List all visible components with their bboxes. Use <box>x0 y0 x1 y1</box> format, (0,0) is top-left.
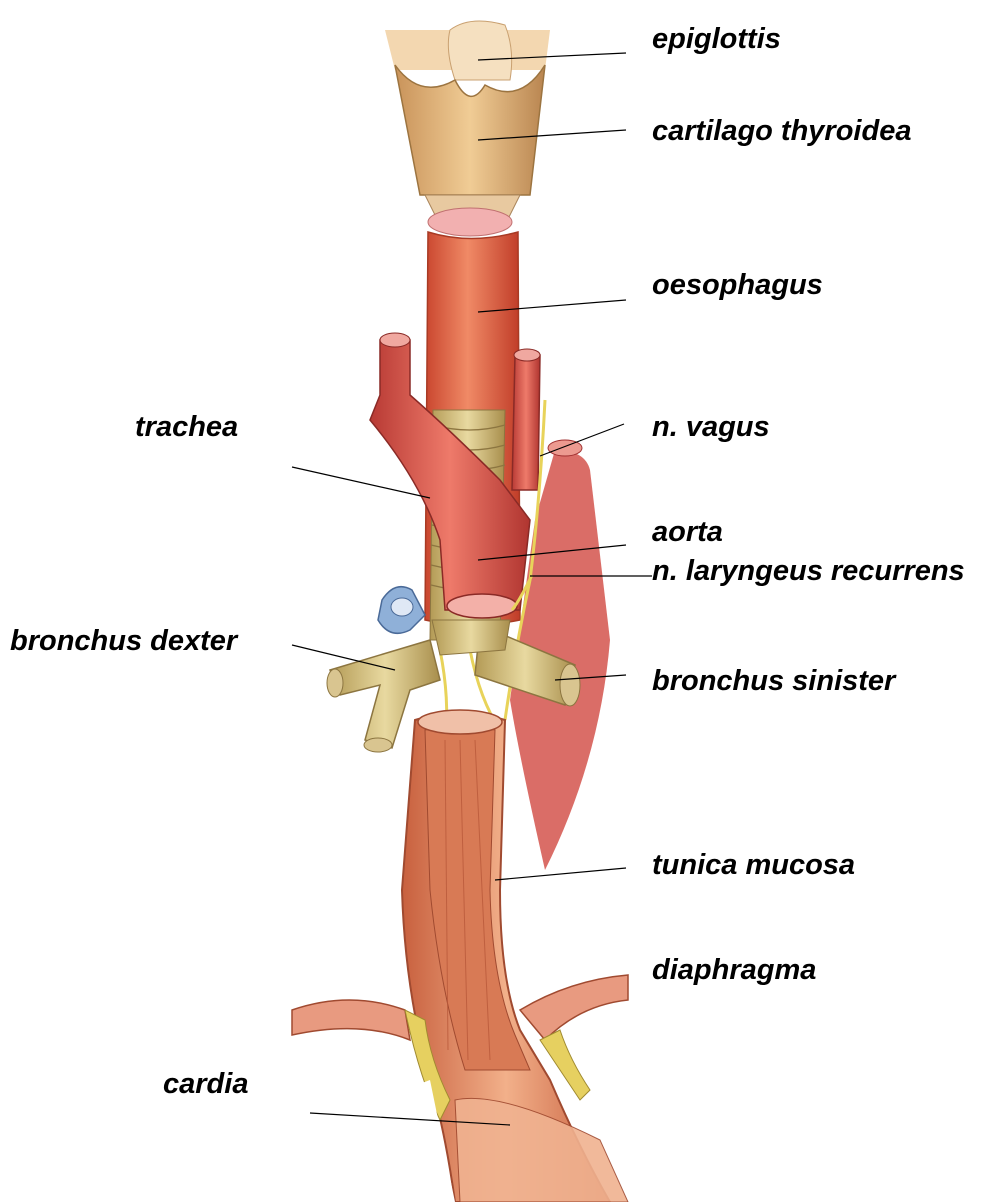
leader-n-vagus <box>540 424 624 456</box>
label-tunica-mucosa: tunica mucosa <box>652 851 855 880</box>
label-trachea: trachea <box>135 413 238 442</box>
label-bronchus-dexter: bronchus dexter <box>10 627 237 656</box>
leader-tunica-mucosa <box>495 868 626 880</box>
label-cartilago-thyroidea: cartilago thyroidea <box>652 117 911 146</box>
label-epiglottis: epiglottis <box>652 25 781 54</box>
cardia-shape <box>292 1080 455 1202</box>
label-bronchus-sinister: bronchus sinister <box>652 667 895 696</box>
cartilago-thyroidea-shape <box>395 65 545 236</box>
label-n-laryngeus-recurrens: n. laryngeus recurrens <box>652 557 965 586</box>
label-oesophagus: oesophagus <box>652 271 823 300</box>
vein-shape <box>378 587 425 634</box>
label-cardia: cardia <box>163 1070 248 1099</box>
label-aorta: aorta <box>652 518 723 547</box>
label-diaphragma: diaphragma <box>652 956 816 985</box>
epiglottis-shape <box>385 21 550 80</box>
label-n-vagus: n. vagus <box>652 413 770 442</box>
